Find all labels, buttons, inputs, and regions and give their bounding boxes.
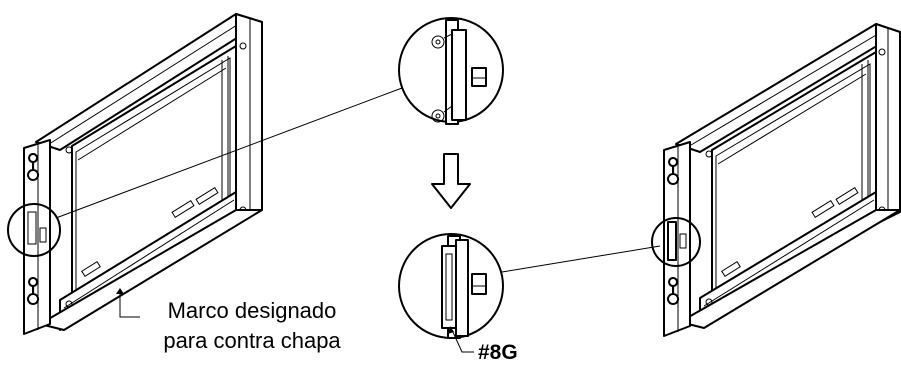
detail-bottom-icon bbox=[398, 233, 504, 353]
frame-label: Marco designado para contra chapa bbox=[146, 300, 358, 352]
frame-label-line2: para contra chapa bbox=[163, 328, 341, 353]
down-arrow-icon bbox=[431, 153, 471, 209]
right-frame-icon bbox=[651, 23, 901, 337]
detail-top-icon bbox=[398, 17, 504, 125]
leader-line-top bbox=[55, 87, 403, 219]
leader-line-bottom bbox=[501, 245, 661, 273]
frame-label-line1: Marco designado bbox=[167, 298, 337, 323]
part-number-label: #8G bbox=[478, 341, 518, 364]
left-frame-icon bbox=[7, 13, 263, 335]
